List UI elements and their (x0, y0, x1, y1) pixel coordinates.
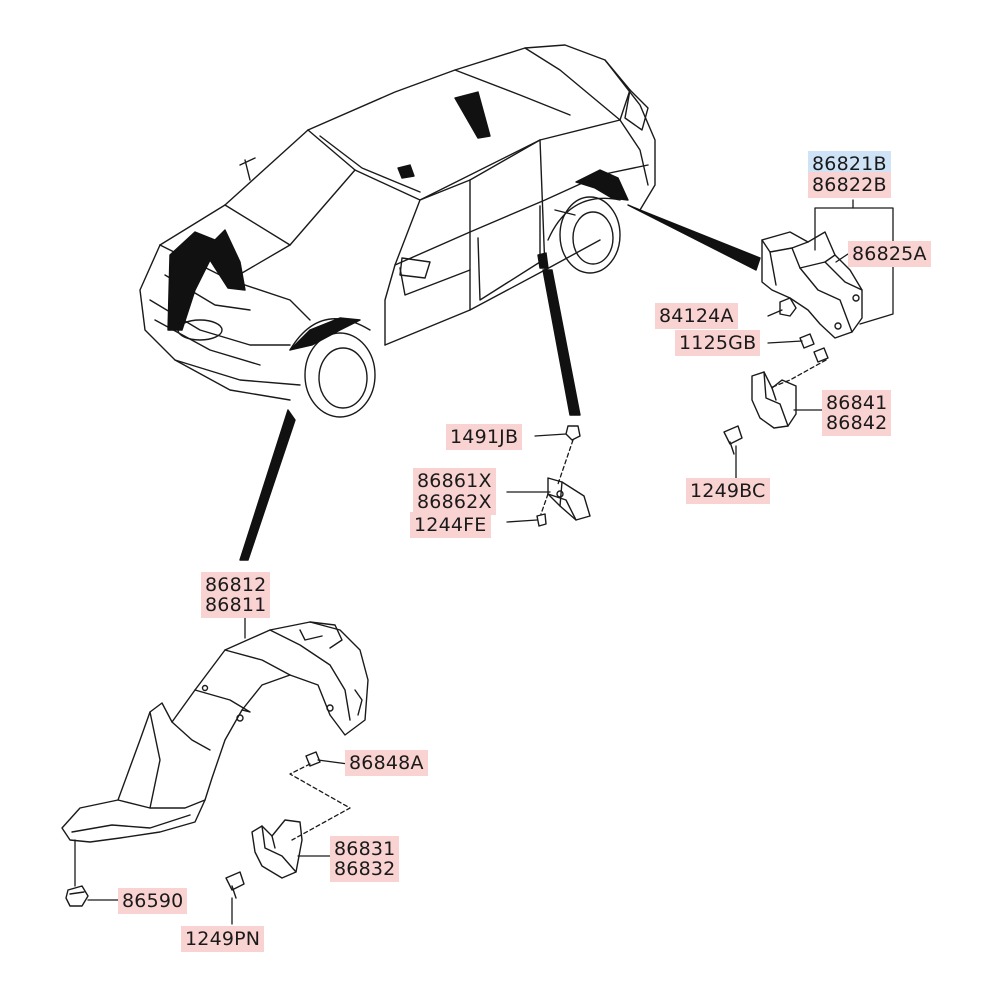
pointer-wedges (239, 204, 761, 561)
part-label-86842[interactable]: 86842 (822, 410, 892, 436)
front-wheel-guard-illustration (61, 621, 369, 843)
clip-86590-illustration (65, 885, 89, 907)
screw-1249pn-illustration (225, 871, 245, 899)
part-label-86848a[interactable]: 86848A (345, 750, 428, 776)
nut-86848a-illustration (305, 751, 321, 767)
part-label-86811[interactable]: 86811 (201, 592, 271, 618)
part-label-1491jb[interactable]: 1491JB (446, 424, 523, 450)
part-label-86590[interactable]: 86590 (118, 888, 188, 914)
part-label-1125gb[interactable]: 1125GB (675, 330, 761, 356)
car-highlight-marks (167, 91, 629, 351)
leader-lines (74, 199, 894, 925)
car-illustration (139, 44, 656, 418)
front-mud-guard-illustration (251, 819, 303, 879)
part-label-86822b[interactable]: 86822B (808, 172, 891, 198)
part-label-86832[interactable]: 86832 (330, 856, 400, 882)
rear-wheel-guard-illustration (761, 231, 863, 363)
part-label-84124a[interactable]: 84124A (655, 303, 738, 329)
rear-mud-guard-illustration (723, 371, 797, 455)
side-mud-guard-illustration (536, 425, 591, 527)
part-label-86825a[interactable]: 86825A (848, 241, 931, 267)
part-label-1249bc[interactable]: 1249BC (686, 478, 770, 504)
part-label-1249pn[interactable]: 1249PN (181, 926, 265, 952)
part-label-86862x[interactable]: 86862X (413, 489, 496, 515)
part-label-1244fe[interactable]: 1244FE (410, 512, 491, 538)
